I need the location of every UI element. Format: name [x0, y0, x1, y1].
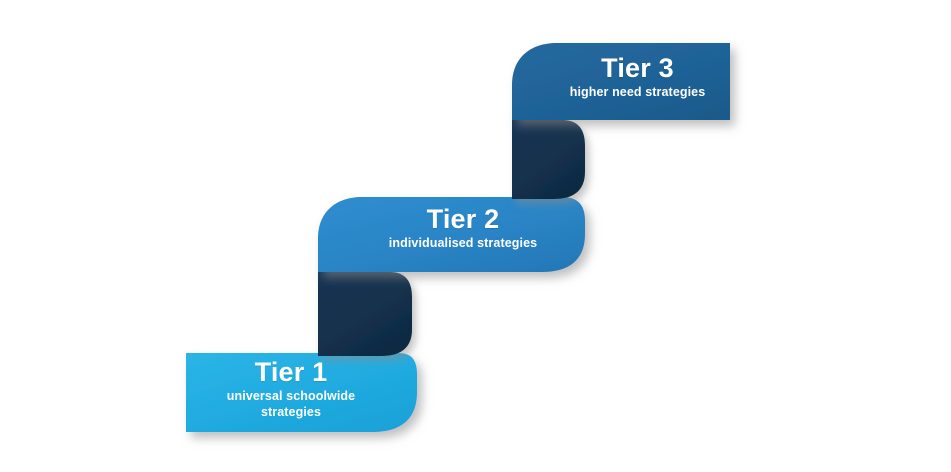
tier-3-shape-group: [512, 43, 730, 120]
connector-1-2: [318, 272, 412, 356]
tier-1-band: [186, 353, 417, 432]
connector-1-2-shape-group: [318, 272, 412, 356]
tier-2-band: [318, 197, 585, 272]
tier-1-shape-group: [186, 353, 417, 432]
connector-2-3-shape-group: [512, 120, 585, 199]
tier-2-shape-group: [318, 197, 585, 272]
connector-2-3: [512, 120, 585, 199]
tier-3-band: [512, 43, 730, 120]
